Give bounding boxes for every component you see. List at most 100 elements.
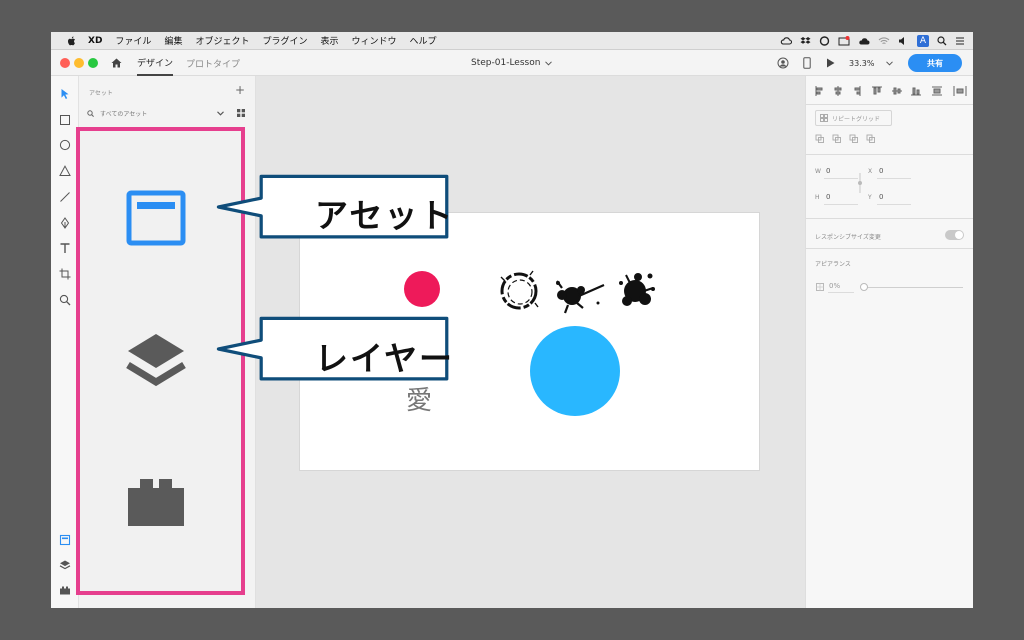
menu-help[interactable]: ヘルプ <box>409 37 437 47</box>
apple-icon[interactable] <box>66 35 78 47</box>
width-field[interactable]: 0 <box>826 167 831 175</box>
kanji-text-layer[interactable]: 愛 <box>406 386 433 416</box>
ink-ring-image[interactable] <box>500 270 539 310</box>
responsive-resize-label: レスポンシブサイズ変更 <box>815 234 881 241</box>
layers-callout-bubble <box>216 316 449 381</box>
grid-view-icon[interactable] <box>237 109 245 117</box>
menu-edit[interactable]: 編集 <box>164 37 183 47</box>
assets-search-placeholder: すべてのアセット <box>100 110 148 118</box>
spotlight-search-icon[interactable] <box>937 36 947 46</box>
menu-plugins[interactable]: プラグイン <box>262 37 308 47</box>
divider <box>806 248 973 249</box>
chevron-down-icon[interactable] <box>217 110 224 116</box>
user-profile-icon[interactable] <box>777 57 789 69</box>
device-preview-icon[interactable] <box>803 57 811 69</box>
menu-file[interactable]: ファイル <box>115 37 152 47</box>
cloud-upload-icon[interactable] <box>858 36 870 46</box>
width-field-underline <box>824 178 858 179</box>
artboard-content <box>404 270 655 416</box>
add-asset-button[interactable]: + <box>235 83 246 97</box>
y-field[interactable]: 0 <box>879 193 884 201</box>
share-button[interactable]: 共有 <box>908 54 962 72</box>
chevron-down-icon <box>886 60 894 66</box>
artboard-tool-icon[interactable] <box>59 268 71 280</box>
x-label: X <box>868 168 873 175</box>
assets-callout-bubble <box>216 174 449 239</box>
menubar-status-area: A <box>780 32 973 50</box>
menu-xd[interactable]: XD <box>88 35 103 46</box>
tab-design[interactable]: デザイン <box>137 50 174 76</box>
play-preview-icon[interactable] <box>826 58 835 68</box>
ink-splat-image-2[interactable] <box>619 273 655 306</box>
x-field[interactable]: 0 <box>879 167 884 175</box>
tools-toolbar <box>51 76 79 608</box>
dropbox-icon[interactable] <box>800 36 811 46</box>
plugins-panel-toggle-icon[interactable] <box>59 584 71 596</box>
menu-window[interactable]: ウィンドウ <box>351 37 397 47</box>
divider <box>806 104 973 105</box>
panel-icons-highlight <box>76 127 245 595</box>
rectangle-tool-icon[interactable] <box>59 114 71 126</box>
select-tool-icon[interactable] <box>59 88 71 100</box>
menu-view[interactable]: 表示 <box>320 37 339 47</box>
y-field-underline <box>877 204 911 205</box>
document-title[interactable]: Step-01-Lesson <box>471 50 553 76</box>
assets-large-icon <box>126 190 186 246</box>
assets-panel-toggle-icon[interactable] <box>59 534 71 546</box>
repeat-grid-label: リピートグリッド <box>832 115 881 123</box>
property-inspector: リピートグリッド W 0 X 0 H 0 Y 0 レスポンシブサイズ変更 アピア… <box>805 76 973 608</box>
blue-circle-shape[interactable] <box>530 326 620 416</box>
zoom-level-dropdown[interactable]: 33.3% <box>849 50 894 76</box>
opacity-field[interactable]: 0% <box>829 282 841 290</box>
close-window-button[interactable] <box>60 58 70 68</box>
line-tool-icon[interactable] <box>59 191 71 203</box>
xd-window: XD ファイル 編集 オブジェクト プラグイン 表示 ウィンドウ ヘルプ A デ… <box>51 32 973 608</box>
height-field[interactable]: 0 <box>826 193 831 201</box>
input-method-badge[interactable]: A <box>917 35 929 47</box>
toggle-knob <box>955 231 963 239</box>
text-tool-icon[interactable] <box>59 242 71 254</box>
responsive-resize-toggle[interactable] <box>945 230 964 240</box>
app-titlebar: デザイン プロトタイプ Step-01-Lesson 33.3% 共有 <box>51 50 973 76</box>
ellipse-tool-icon[interactable] <box>59 139 71 151</box>
home-icon[interactable] <box>111 58 122 68</box>
height-label: H <box>815 194 820 201</box>
align-distribute-toolbar[interactable] <box>814 85 969 97</box>
polygon-tool-icon[interactable] <box>59 165 71 177</box>
zoom-window-button[interactable] <box>88 58 98 68</box>
plugins-large-icon <box>128 479 184 526</box>
minimize-window-button[interactable] <box>74 58 84 68</box>
assets-search-input[interactable]: すべてのアセット <box>87 106 252 120</box>
pen-tool-icon[interactable] <box>59 217 71 229</box>
assets-panel-title: アセット <box>89 90 113 97</box>
menu-object[interactable]: オブジェクト <box>195 37 250 47</box>
repeat-grid-icon <box>820 114 828 122</box>
boolean-ops-icons[interactable] <box>815 134 885 144</box>
height-field-underline <box>824 204 858 205</box>
creative-cloud-icon[interactable] <box>819 36 830 46</box>
design-canvas[interactable]: 愛 <box>256 76 805 608</box>
lock-aspect-icon[interactable] <box>857 172 863 194</box>
zoom-level-value: 33.3% <box>849 58 875 68</box>
divider <box>806 154 973 155</box>
appearance-label: アピアランス <box>815 261 851 268</box>
notification-list-icon[interactable] <box>955 36 965 46</box>
creative-cloud-sync-icon[interactable] <box>780 36 792 46</box>
tab-prototype[interactable]: プロトタイプ <box>186 59 241 70</box>
layers-panel-toggle-icon[interactable] <box>59 559 71 571</box>
wifi-icon[interactable] <box>878 36 890 46</box>
y-label: Y <box>868 194 872 201</box>
x-field-underline <box>877 178 911 179</box>
opacity-field-underline <box>828 292 854 293</box>
ink-splat-image[interactable] <box>556 280 605 314</box>
pink-circle-shape[interactable] <box>404 271 440 307</box>
repeat-grid-button[interactable]: リピートグリッド <box>815 110 892 126</box>
mac-menubar: XD ファイル 編集 オブジェクト プラグイン 表示 ウィンドウ ヘルプ A <box>51 32 973 50</box>
width-label: W <box>815 168 821 175</box>
volume-icon[interactable] <box>898 36 909 46</box>
opacity-slider-handle[interactable] <box>860 283 868 291</box>
zoom-tool-icon[interactable] <box>59 294 71 306</box>
opacity-slider-track[interactable] <box>862 287 963 288</box>
layers-large-icon <box>126 334 186 387</box>
mail-alert-icon[interactable] <box>838 36 850 46</box>
